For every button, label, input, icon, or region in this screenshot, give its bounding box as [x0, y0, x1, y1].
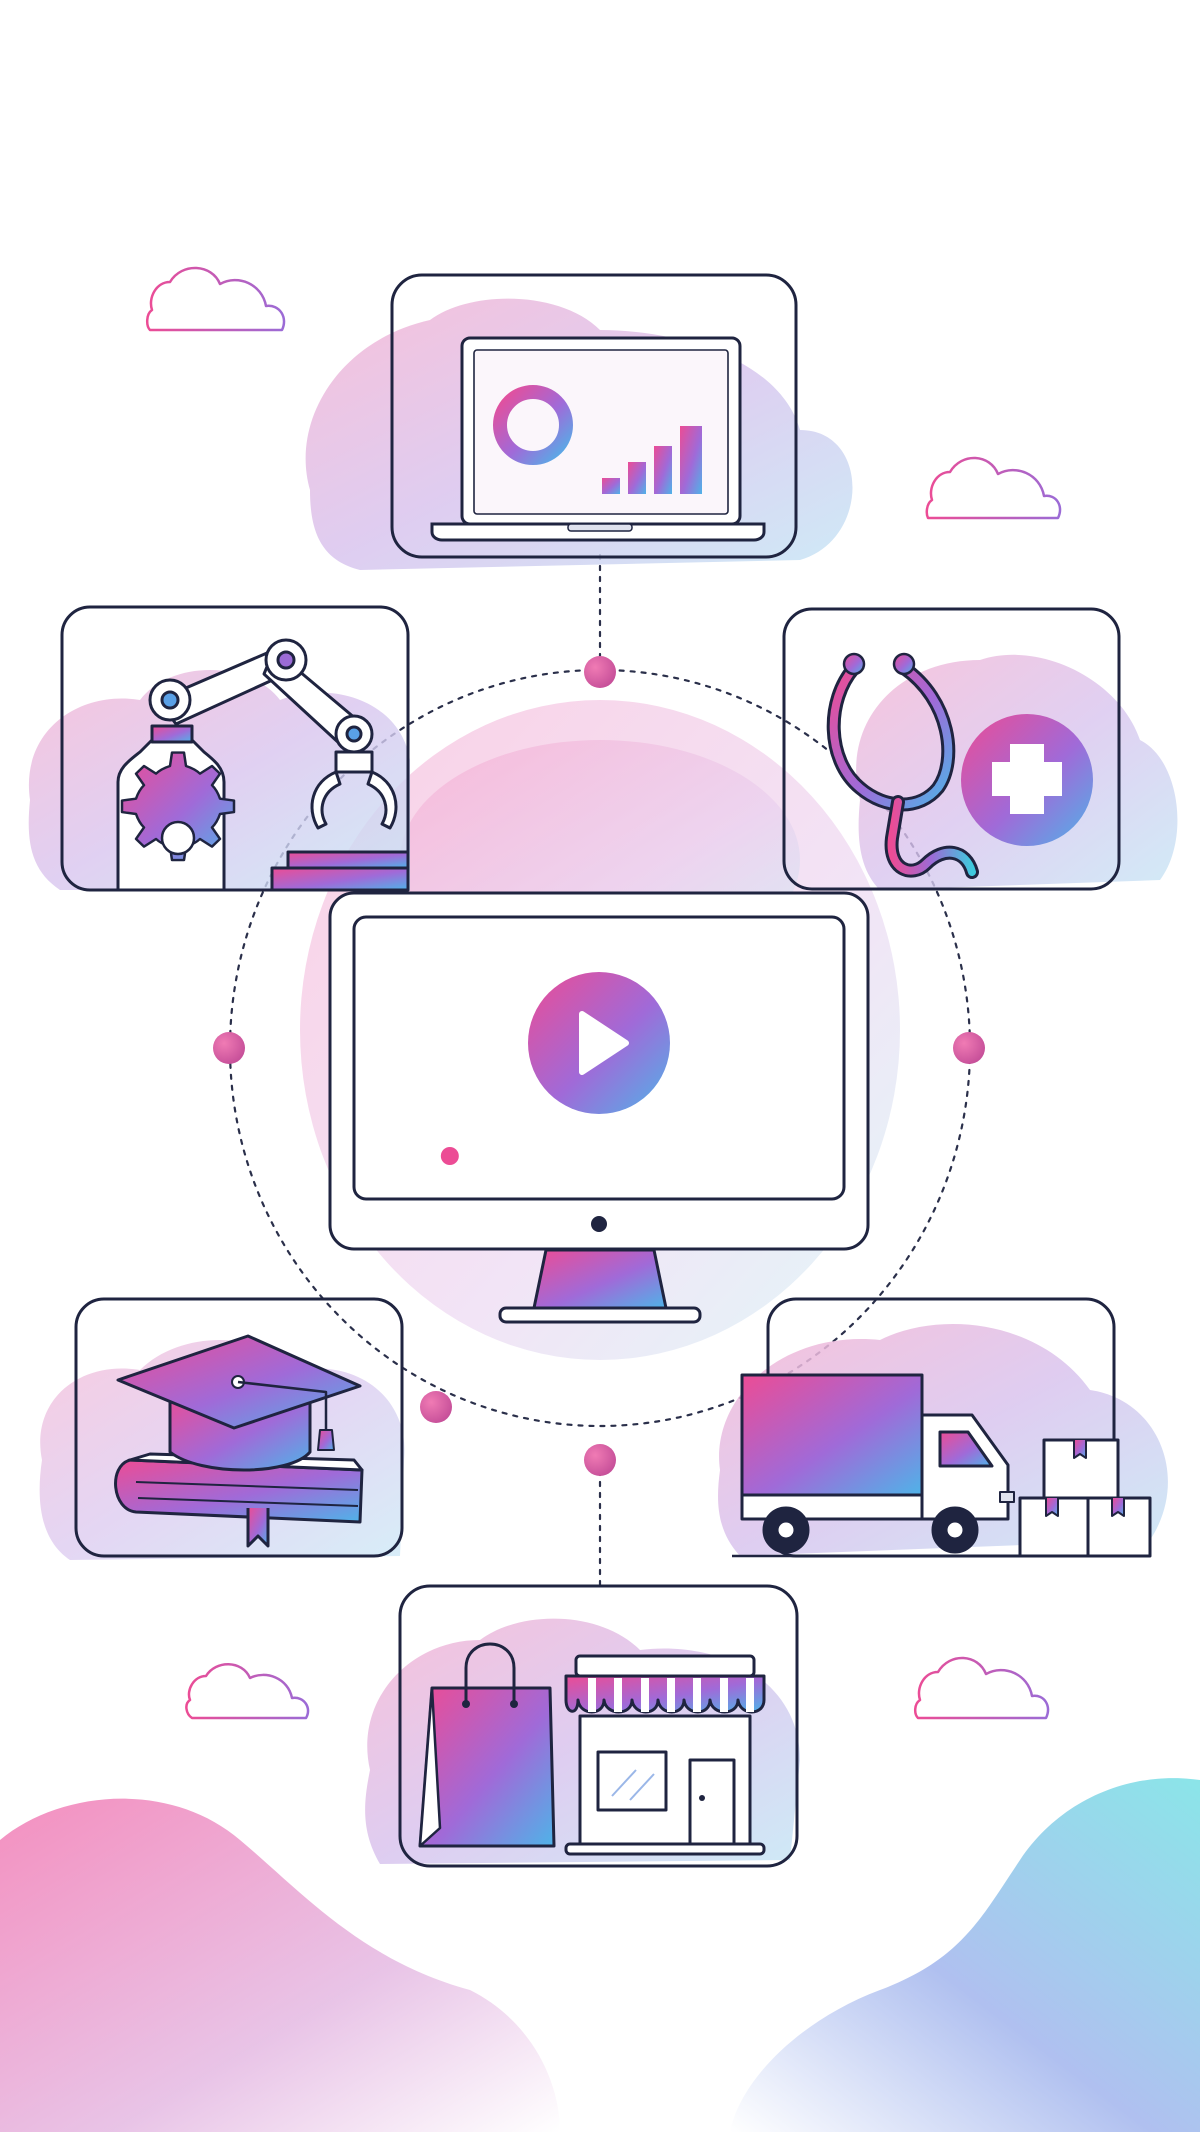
stethoscope-medical-cross-icon: [826, 652, 1093, 879]
monitor-stand: [532, 1248, 668, 1310]
monitor-base: [498, 1306, 702, 1324]
cloud-icon: [146, 266, 286, 332]
connector-dot: [953, 1032, 985, 1064]
node-retail[interactable]: [365, 1584, 800, 1868]
connector-dot: [213, 1032, 245, 1064]
connector-dot: [584, 656, 616, 688]
node-card: [782, 607, 1121, 891]
connector-dot: [584, 1444, 616, 1476]
shopping-bag-storefront-icon: [418, 1642, 766, 1856]
graduation-cap-books-icon: [114, 1334, 364, 1548]
node-card: [60, 605, 410, 892]
gear-icon: [120, 751, 236, 862]
cloud-icon: [914, 1656, 1050, 1720]
cloud-icon: [185, 1663, 310, 1720]
node-card: [398, 1584, 799, 1868]
connector-dots: [213, 656, 985, 1476]
play-icon: [579, 1011, 629, 1075]
node-healthcare[interactable]: [782, 607, 1178, 891]
hub-video-monitor[interactable]: [328, 891, 870, 1324]
node-card: [390, 273, 798, 559]
decor-clouds: [146, 266, 1062, 1720]
bottom-left-blob: [0, 1798, 560, 2132]
delivery-truck-boxes-icon: [732, 1373, 1152, 1558]
progress-handle[interactable]: [440, 1147, 459, 1165]
node-education[interactable]: [39, 1297, 405, 1560]
node-logistics[interactable]: [718, 1297, 1168, 1558]
node-manufacturing[interactable]: [28, 605, 411, 892]
power-led: [591, 1216, 607, 1232]
play-button[interactable]: [528, 972, 670, 1114]
bottom-right-blob: [730, 1778, 1200, 2132]
node-card: [74, 1297, 404, 1558]
node-analytics[interactable]: [305, 273, 853, 570]
connector-dot: [420, 1391, 452, 1423]
analytics-laptop-icon: [430, 336, 766, 542]
robotic-arm-icon: [116, 638, 410, 892]
cloud-icon: [925, 456, 1062, 520]
video-progress-bar[interactable]: [390, 1147, 807, 1165]
